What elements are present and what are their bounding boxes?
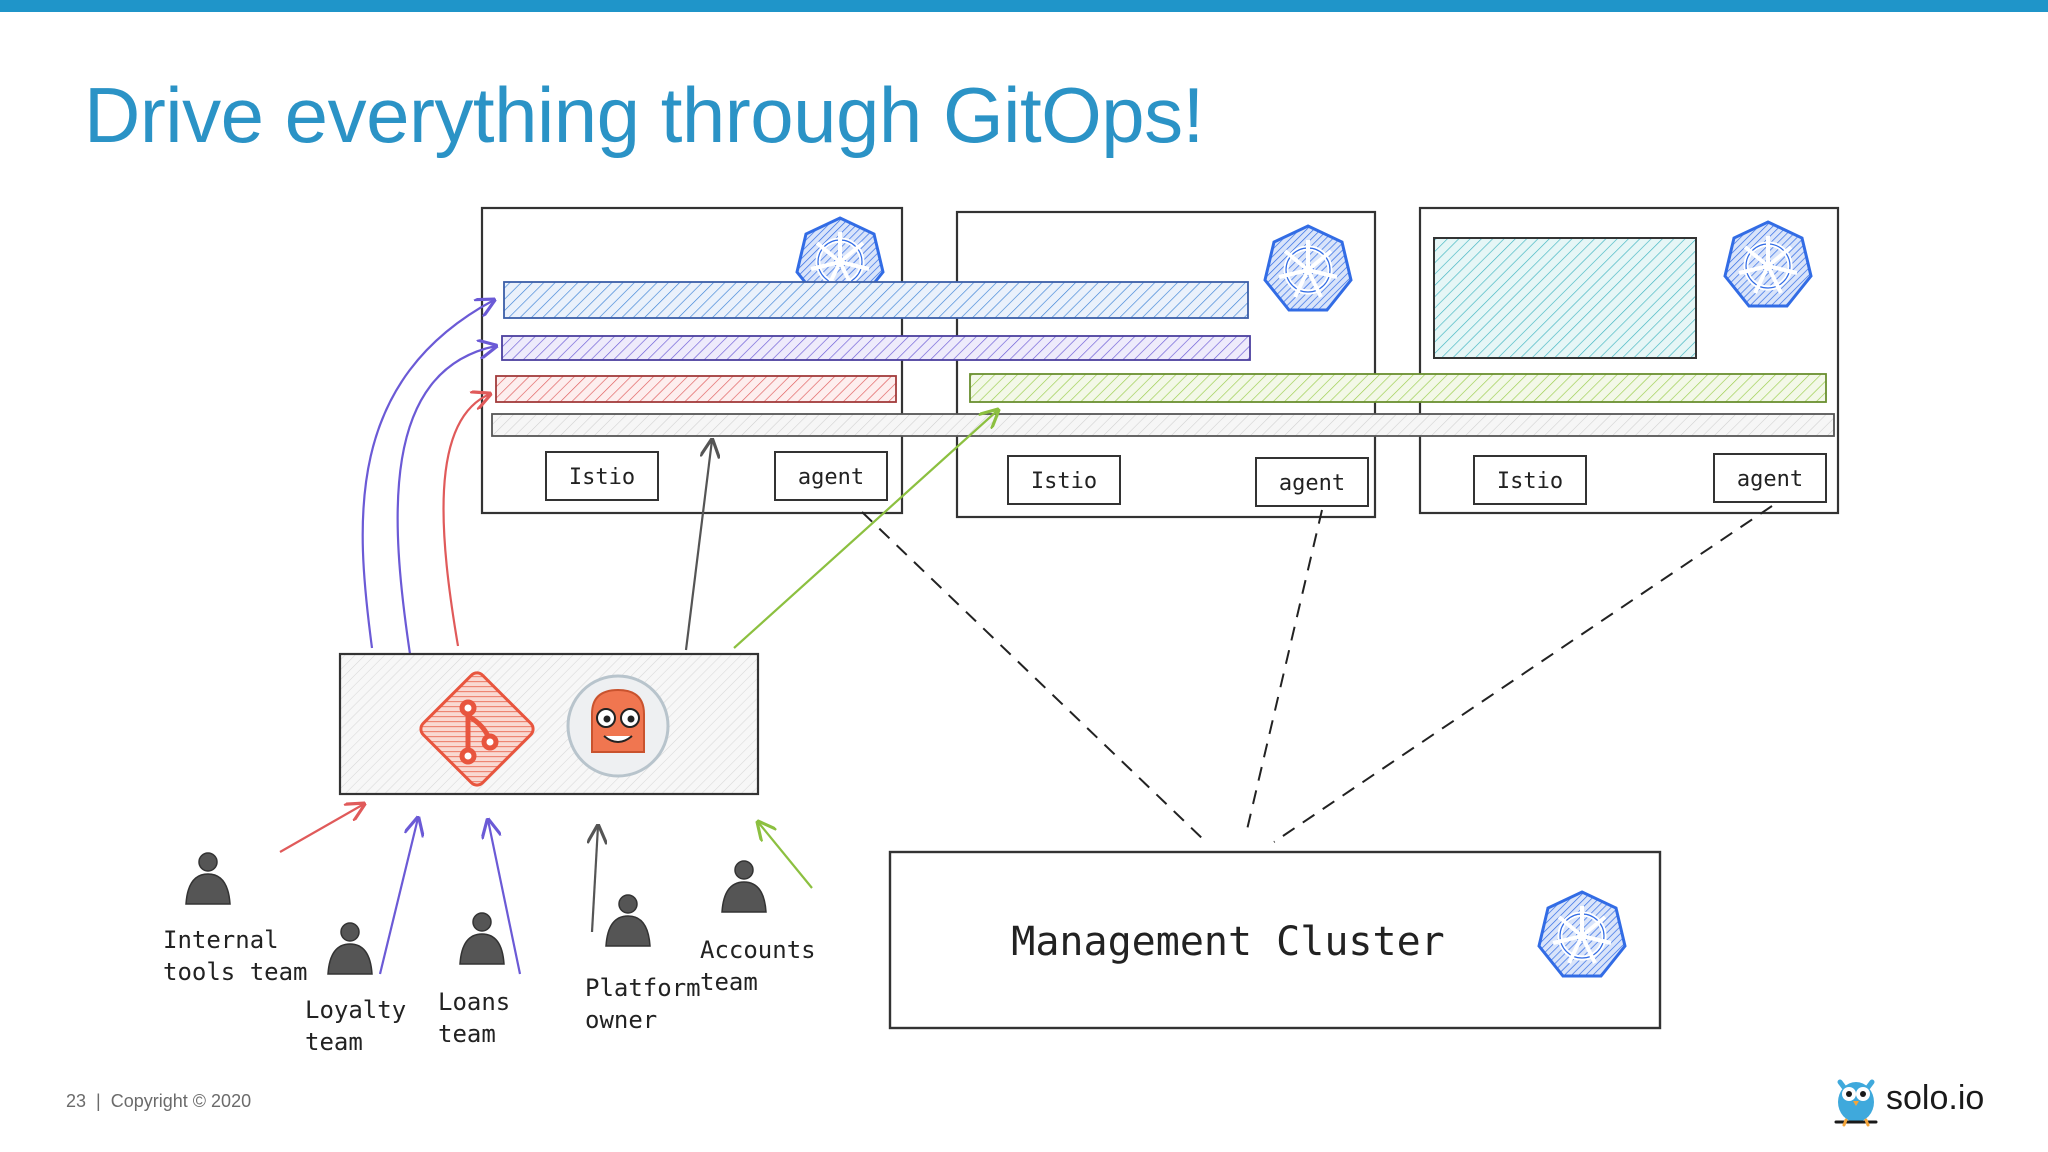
svg-text:team: team: [700, 968, 758, 996]
kubernetes-icon: [1265, 226, 1351, 310]
purple-lane: [501, 335, 1251, 361]
svg-text:tools team: tools team: [163, 958, 308, 986]
cluster-2: Istio agent: [955, 210, 1377, 519]
red-lane: [495, 375, 897, 403]
person-icon: [721, 860, 767, 913]
gitops-repo-box: [338, 652, 760, 796]
team-internal-tools: Internal tools team: [163, 926, 308, 986]
argo-icon: [566, 674, 670, 778]
svg-text:owner: owner: [585, 1006, 657, 1034]
svg-text:team: team: [305, 1028, 363, 1056]
brand-name: solo.io: [1886, 1078, 1985, 1117]
svg-text:Platform: Platform: [585, 974, 701, 1002]
management-cluster-label: Management Cluster: [1011, 919, 1444, 965]
agent-connections: [861, 505, 1773, 843]
brand-logo: solo.io: [1832, 1068, 1984, 1128]
kubernetes-icon: [1725, 222, 1811, 306]
person-icon: [459, 912, 505, 965]
arrow-loyalty: [378, 818, 418, 975]
blue-lane: [503, 281, 1249, 319]
arrow-to-grey-lane: [684, 440, 712, 651]
svg-text:team: team: [438, 1020, 496, 1048]
footer-separator: |: [91, 1091, 106, 1111]
slide-footer: 23 | Copyright © 2020: [66, 1091, 251, 1112]
svg-text:Loyalty: Loyalty: [305, 996, 406, 1024]
svg-text:Internal: Internal: [163, 926, 279, 954]
owl-logo-icon: [1834, 1079, 1878, 1127]
slide-title: Drive everything through GitOps!: [84, 71, 1204, 159]
kubernetes-icon: [1539, 892, 1625, 976]
istio-box: Istio: [1007, 455, 1121, 505]
git-icon: [419, 671, 535, 787]
arrow-to-green-lane: [733, 410, 998, 649]
management-cluster: Management Cluster: [888, 850, 1662, 1030]
team-loans: Loans team: [438, 988, 510, 1048]
copyright-text: Copyright © 2020: [110, 1091, 252, 1111]
teal-workload-block: [1433, 237, 1697, 359]
istio-label: Istio: [1031, 469, 1097, 494]
istio-label: Istio: [569, 465, 635, 490]
svg-text:Accounts: Accounts: [700, 936, 816, 964]
green-lane: [969, 373, 1827, 403]
agent-label: agent: [1737, 467, 1803, 492]
person-icon: [605, 894, 651, 947]
person-icon: [185, 852, 231, 905]
arrow-platform: [592, 826, 598, 933]
arrow-accounts: [758, 822, 813, 889]
team-loyalty: Loyalty team: [305, 996, 406, 1056]
agent-label: agent: [798, 465, 864, 490]
arrow-to-blue-lane: [361, 300, 494, 649]
arrow-to-red-lane: [442, 394, 490, 647]
page-number: 23: [66, 1091, 87, 1111]
istio-box: Istio: [1473, 455, 1587, 505]
agent-label: agent: [1279, 471, 1345, 496]
istio-label: Istio: [1497, 469, 1563, 494]
team-accounts: Accounts team: [700, 936, 816, 996]
arrow-internal-tools: [279, 804, 364, 853]
team-platform-owner: Platform owner: [585, 974, 701, 1034]
agent-box: agent: [774, 451, 888, 501]
agent-box: agent: [1255, 457, 1369, 507]
svg-text:Loans: Loans: [438, 988, 510, 1016]
arrow-loans: [488, 820, 522, 975]
top-accent-bar: [0, 0, 2048, 12]
agent-box: agent: [1713, 453, 1827, 503]
arrow-to-purple-lane: [396, 346, 496, 655]
grey-lane: [491, 413, 1835, 437]
istio-box: Istio: [545, 451, 659, 501]
cluster-3: Istio agent: [1418, 206, 1840, 515]
person-icon: [327, 922, 373, 975]
